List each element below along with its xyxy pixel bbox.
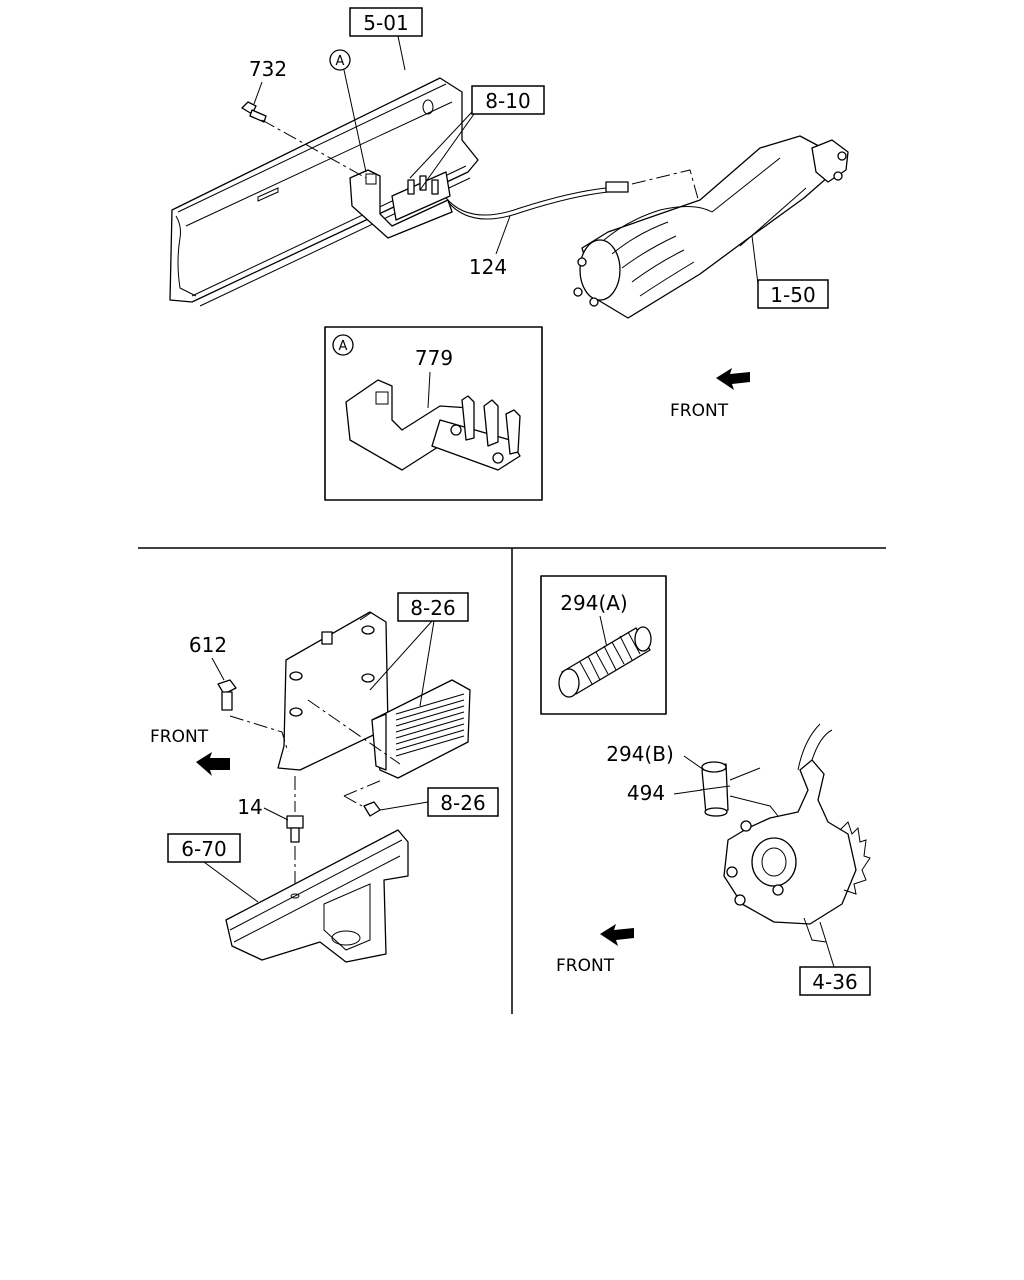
bottom-left-section: 8-26 8-26 6-70 612 14 FRONT xyxy=(150,592,499,963)
bracket-assembly xyxy=(349,169,453,239)
vacuum-pump xyxy=(723,723,871,943)
callout-8-26-top: 8-26 xyxy=(369,592,469,707)
part-124-label: 124 xyxy=(469,255,507,279)
cross-member xyxy=(225,829,409,963)
part-779-label: 779 xyxy=(415,346,453,370)
top-section: 5-01 8-10 1-50 732 124 A A xyxy=(169,7,849,501)
front-arrow-right-icon xyxy=(600,924,634,946)
front-indicator-left: FRONT xyxy=(150,727,230,776)
ref-5-01: 5-01 xyxy=(363,11,408,35)
detail-marker-a-text: A xyxy=(336,54,345,69)
front-arrow-left-icon xyxy=(196,752,230,776)
part-294b-label: 294(B) xyxy=(606,742,674,766)
detail-marker-a: A xyxy=(329,49,367,173)
ref-8-26-nut: 8-26 xyxy=(440,791,485,815)
ref-1-50: 1-50 xyxy=(770,283,815,307)
sensor-cable-124 xyxy=(445,169,701,220)
callout-1-50: 1-50 xyxy=(751,235,829,309)
ref-8-26-top: 8-26 xyxy=(410,596,455,620)
callout-4-36: 4-36 xyxy=(799,921,871,996)
exhaust-unit xyxy=(573,135,849,319)
hose-294a xyxy=(558,626,652,698)
callout-8-26-nut: 8-26 xyxy=(379,787,499,817)
part-294a-label: 294(A) xyxy=(560,591,627,615)
ref-4-36: 4-36 xyxy=(812,970,857,994)
callout-6-70: 6-70 xyxy=(167,833,259,903)
nut-8-26 xyxy=(343,779,383,817)
bolt-612 xyxy=(217,679,289,753)
part-612-label: 612 xyxy=(189,633,227,657)
callout-5-01: 5-01 xyxy=(349,7,423,71)
front-label-left: FRONT xyxy=(150,727,209,747)
part-14-label: 14 xyxy=(237,795,262,819)
part-494-label: 494 xyxy=(627,781,665,805)
frame-rail xyxy=(169,77,479,307)
front-indicator-right: FRONT xyxy=(556,924,634,976)
clip-494 xyxy=(729,767,779,817)
ref-6-70: 6-70 xyxy=(181,837,226,861)
front-label-right: FRONT xyxy=(556,956,615,976)
part-732-label: 732 xyxy=(249,57,287,81)
control-unit xyxy=(307,611,471,779)
bolt-732 xyxy=(241,101,367,179)
front-label-top: FRONT xyxy=(670,401,729,421)
inset-detail-a: A 779 xyxy=(324,326,543,501)
ref-8-10: 8-10 xyxy=(485,89,530,113)
front-arrow-icon xyxy=(716,368,750,390)
bolt-14 xyxy=(286,776,304,892)
inset-294a: 294(A) xyxy=(540,575,667,715)
mounting-bracket xyxy=(277,611,389,771)
inset-marker-a-text: A xyxy=(339,339,348,354)
hose-294b xyxy=(699,761,731,817)
callout-8-10: 8-10 xyxy=(409,85,545,191)
front-indicator-top: FRONT xyxy=(670,368,750,421)
bottom-right-section: 294(A) xyxy=(540,575,871,996)
